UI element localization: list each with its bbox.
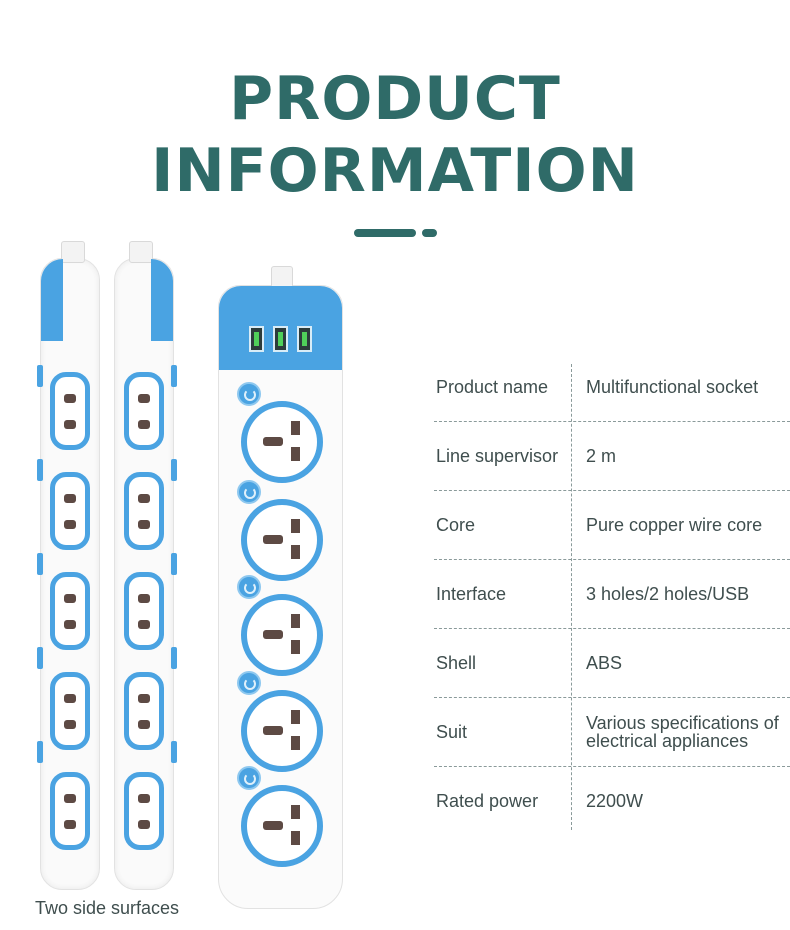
side-tab [171,553,177,575]
power-switch-icon [237,382,261,406]
power-switch-icon [237,766,261,790]
usb-head-panel [219,286,342,370]
spec-label: Interface [436,583,507,604]
side-tab [37,741,43,763]
spec-label: Suit [436,721,468,742]
side-surface-left [37,241,100,890]
spec-label: Core [436,514,476,535]
side-socket [50,472,90,550]
strip-end-cap [41,259,63,341]
usb-port-icon [249,326,264,352]
title-divider-long [354,229,416,237]
side-tab [37,459,43,481]
side-socket [124,672,164,750]
page-title-line-2: INFORMATION [151,136,639,206]
spec-value: 2200W [586,791,644,811]
power-strip-front-view [218,266,343,909]
title-divider-short [422,229,437,237]
spec-table: Product name Multifunctional socket Line… [434,353,790,835]
spec-label: Line supervisor [436,445,559,466]
table-row: Interface 3 holes/2 holes/USB [434,560,790,629]
universal-socket [241,401,323,483]
spec-label: Shell [436,652,477,673]
side-tab [171,459,177,481]
side-surfaces-caption: Two side surfaces [35,898,180,918]
universal-socket [241,785,323,867]
cord-plug [129,241,153,263]
side-socket [50,572,90,650]
universal-socket [241,594,323,676]
table-column-divider [571,364,572,830]
table-row: Core Pure copper wire core [434,491,790,560]
spec-value: Multifunctional socket [586,377,759,397]
power-switch-icon [237,480,261,504]
side-socket [50,772,90,850]
side-socket [50,672,90,750]
cord-plug [61,241,85,263]
side-socket [50,372,90,450]
strip-end-cap [151,259,173,341]
table-row: Product name Multifunctional socket [434,353,790,422]
side-socket [124,472,164,550]
table-row: Suit Various specifications of electrica… [434,698,790,767]
side-tab [37,553,43,575]
spec-label: Rated power [436,790,539,811]
side-socket [124,572,164,650]
power-switch-icon [237,575,261,599]
spec-value: ABS [586,653,623,673]
usb-port-icon [297,326,312,352]
power-switch-icon [237,671,261,695]
spec-value: Pure copper wire core [586,515,763,535]
table-row: Shell ABS [434,629,790,698]
side-socket [124,372,164,450]
spec-label: Product name [436,376,549,397]
side-tab [171,647,177,669]
usb-port-icon [273,326,288,352]
spec-value: 3 holes/2 holes/USB [586,584,750,604]
table-row: Rated power 2200W [434,767,790,835]
universal-socket [241,690,323,772]
spec-value: 2 m [586,446,617,466]
side-socket [124,772,164,850]
universal-socket [241,499,323,581]
page-title-line-1: PRODUCT [229,64,561,134]
side-surface-right [114,241,177,890]
spec-value: Various specifications of electrical app… [586,713,779,751]
side-tab [171,741,177,763]
side-tab [37,365,43,387]
side-tab [171,365,177,387]
table-row: Line supervisor 2 m [434,422,790,491]
side-tab [37,647,43,669]
